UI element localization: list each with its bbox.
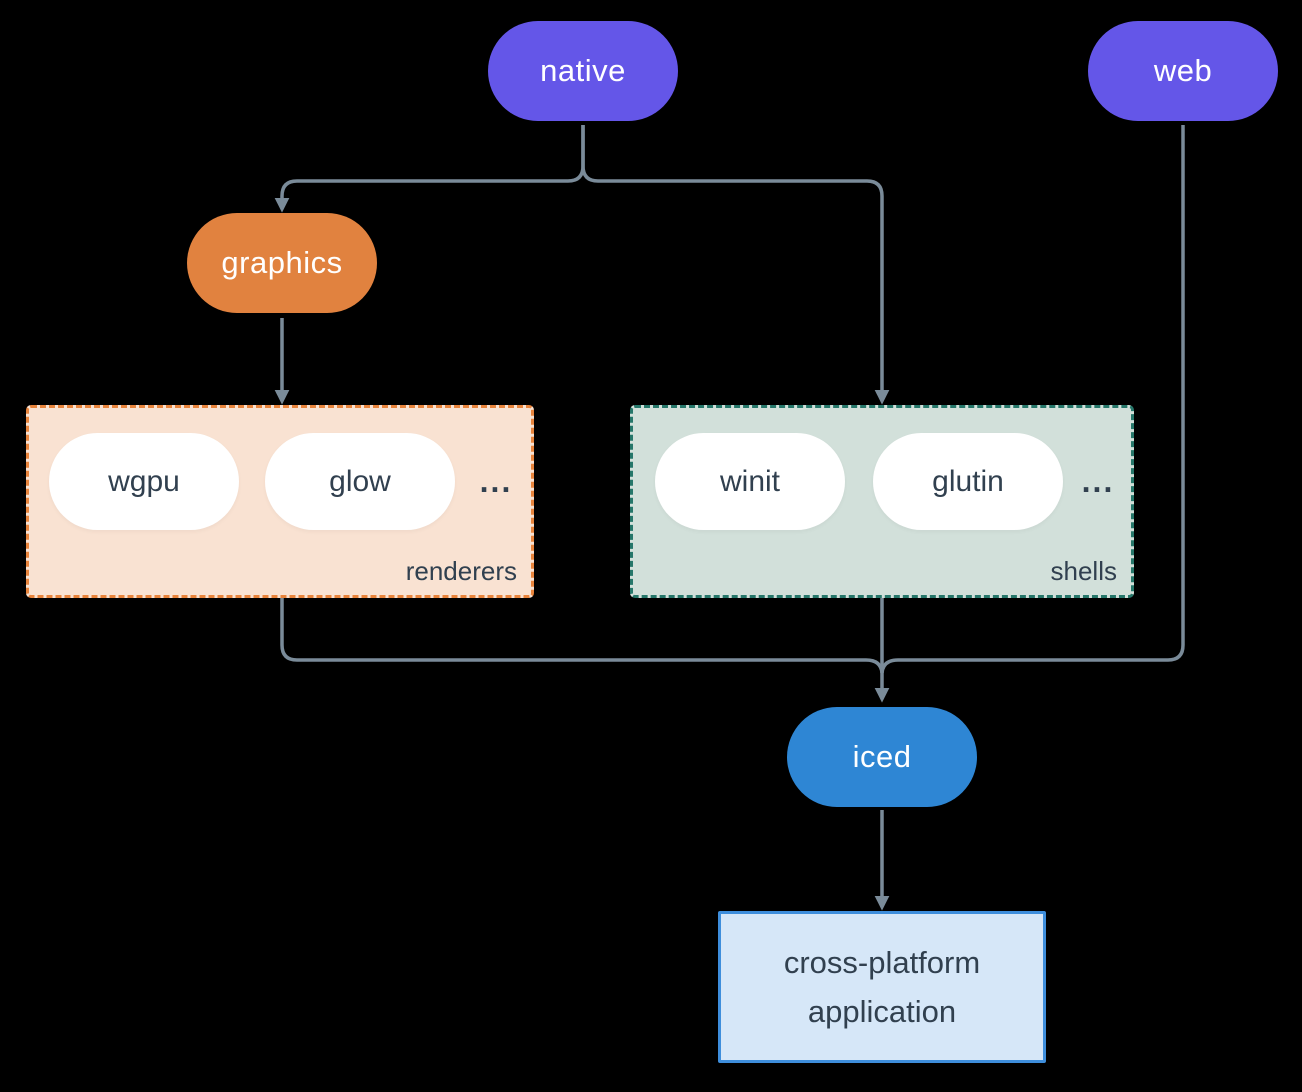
node-native: native: [488, 21, 678, 121]
edge-native-to-graphics: [274, 125, 585, 213]
edge-renderers-to-iced: [280, 598, 884, 674]
chip-glutin: glutin: [873, 433, 1063, 530]
app-label-line1: cross-platform: [783, 944, 981, 980]
edge-web-to-iced: [880, 125, 1185, 674]
renderers-ellipsis: ...: [479, 463, 513, 499]
shells-ellipsis: ...: [1081, 463, 1115, 499]
group-renderers: wgpu glow ... renderers: [26, 405, 534, 598]
node-graphics: graphics: [187, 213, 377, 313]
node-iced: iced: [787, 707, 977, 807]
chip-wgpu: wgpu: [49, 433, 239, 530]
group-shells: winit glutin ... shells: [630, 405, 1134, 598]
node-web: web: [1088, 21, 1278, 121]
shells-label: shells: [1050, 556, 1117, 586]
chip-winit: winit: [655, 433, 845, 530]
renderers-label: renderers: [405, 556, 517, 586]
chip-glow: glow: [265, 433, 455, 530]
edge-native-to-shells: [581, 125, 890, 405]
app-label-line2: application: [807, 993, 957, 1029]
node-cross-platform-application: cross-platform application: [718, 911, 1046, 1063]
